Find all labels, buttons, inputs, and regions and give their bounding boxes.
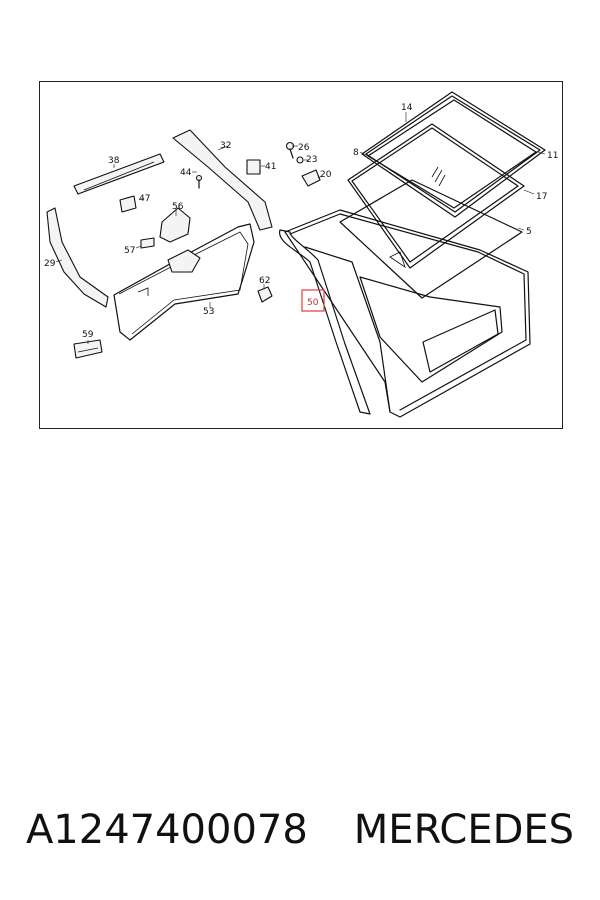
glass-pane-17 xyxy=(347,123,525,269)
part-number: A1247400078 xyxy=(25,807,308,853)
callout-17: 17 xyxy=(536,192,547,202)
callout-38: 38 xyxy=(108,156,120,166)
hinge-bracket-59 xyxy=(73,339,103,359)
callout-20: 20 xyxy=(320,170,332,180)
callout-23: 23 xyxy=(306,155,317,165)
tailgate-panel xyxy=(284,209,531,418)
bolt-26 xyxy=(285,141,295,159)
window-seal-8 xyxy=(367,99,537,209)
callout-57: 57 xyxy=(124,246,135,256)
cover-47 xyxy=(119,195,137,213)
callout-47: 47 xyxy=(139,194,150,204)
parts-diagram: 14 8 11 17 5 32 26 23 20 41 38 44 47 56 … xyxy=(39,81,563,429)
callout-44: 44 xyxy=(180,168,192,178)
clip-41 xyxy=(246,159,261,175)
bracket-20 xyxy=(301,169,321,187)
callout-32: 32 xyxy=(220,141,231,151)
callout-50-highlight xyxy=(301,289,325,312)
brand-name: MERCEDES xyxy=(353,807,575,853)
callout-62: 62 xyxy=(259,276,270,286)
callout-29: 29 xyxy=(44,259,56,269)
callout-8: 8 xyxy=(353,148,359,158)
callout-11: 11 xyxy=(547,151,558,161)
callout-41: 41 xyxy=(265,162,276,172)
handle-56 xyxy=(159,207,191,243)
clip-57 xyxy=(140,237,155,249)
trim-cover-32 xyxy=(172,129,273,231)
window-frame-11 xyxy=(361,91,546,218)
glass-5 xyxy=(339,179,523,299)
callout-53: 53 xyxy=(203,307,214,317)
leader-lines xyxy=(55,112,546,344)
callout-59: 59 xyxy=(82,330,94,340)
product-caption: A1247400078 MERCEDES xyxy=(0,800,600,860)
screw-44 xyxy=(195,174,203,189)
callout-56: 56 xyxy=(172,202,184,212)
inner-trim-panel-53 xyxy=(113,223,255,341)
handle-trim-38 xyxy=(73,153,165,195)
callout-5: 5 xyxy=(526,227,532,237)
side-trim-29 xyxy=(46,207,109,308)
clip-62 xyxy=(257,286,273,303)
callout-14: 14 xyxy=(401,103,413,113)
callout-26: 26 xyxy=(298,143,310,153)
exploded-view-drawing: 14 8 11 17 5 32 26 23 20 41 38 44 47 56 … xyxy=(44,91,558,418)
callout-50: 50 xyxy=(307,298,319,308)
nut-23 xyxy=(296,156,304,164)
tailgate-seal-50 xyxy=(279,229,371,415)
